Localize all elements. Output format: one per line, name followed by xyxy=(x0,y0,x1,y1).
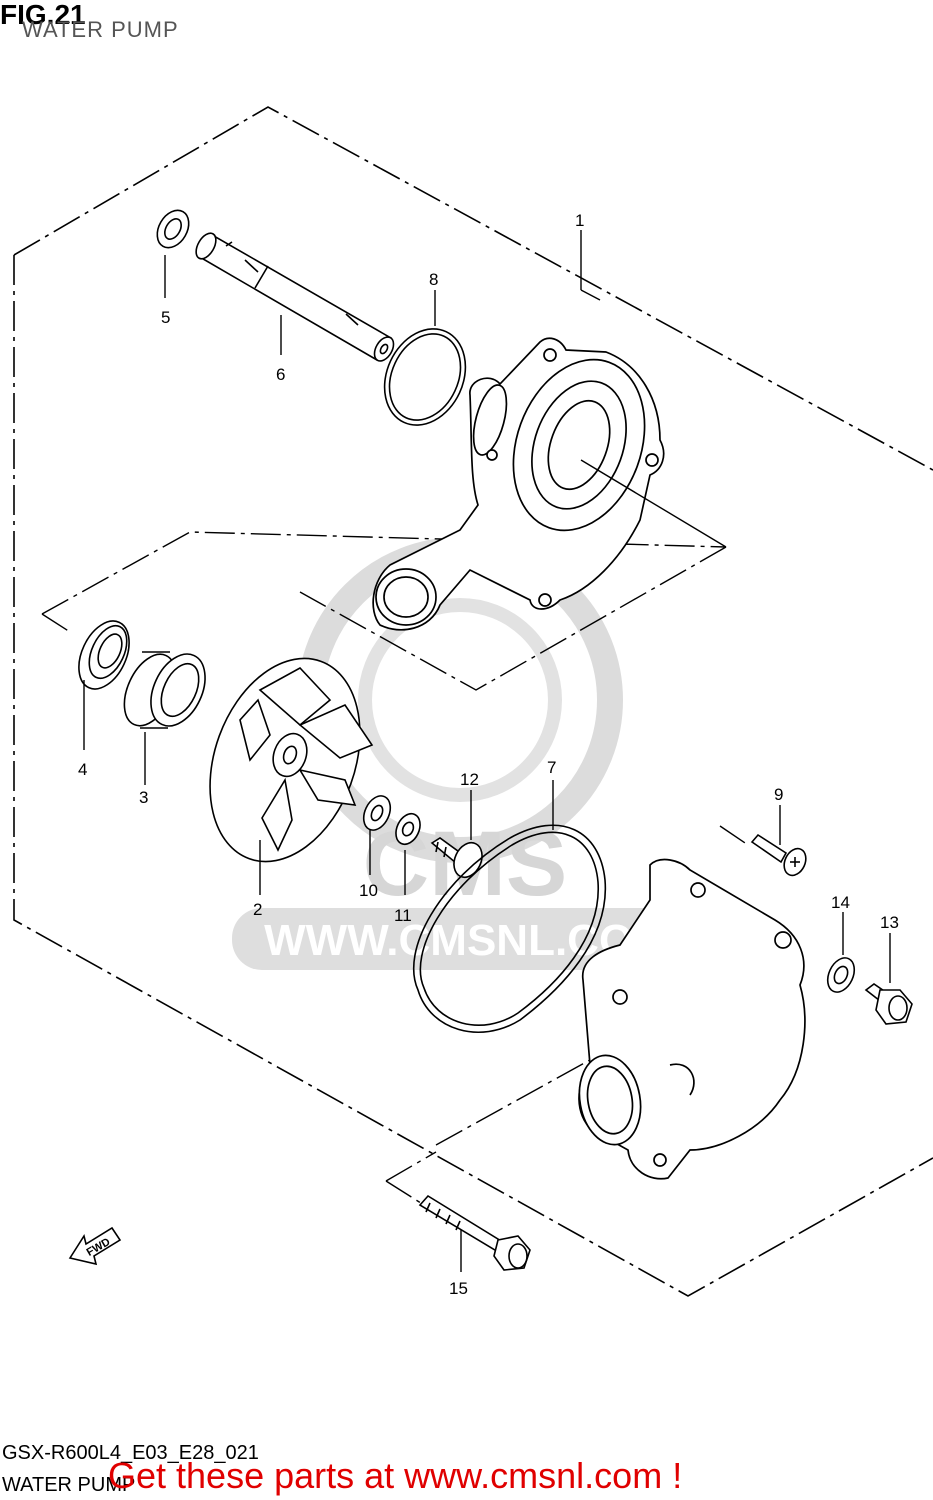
part-12-bolt xyxy=(430,837,483,879)
callout-14: 14 xyxy=(831,893,850,912)
callout-11: 11 xyxy=(394,906,412,925)
fwd-label: FWD xyxy=(85,1236,113,1259)
cover-subframe xyxy=(385,825,749,1206)
part-5-washer xyxy=(156,209,190,249)
figure-number: FIG.21 xyxy=(0,0,86,30)
part-4-oil-seal xyxy=(78,620,130,690)
callout-3: 3 xyxy=(139,788,148,807)
callout-2: 2 xyxy=(253,900,262,919)
callout-9: 9 xyxy=(774,785,783,804)
part-10-washer xyxy=(362,795,392,831)
callout-10: 10 xyxy=(359,881,378,900)
part-1-pump-housing xyxy=(372,337,665,631)
callouts: 1 2 3 4 5 6 7 8 9 10 11 12 13 14 15 xyxy=(78,211,899,1298)
fwd-arrow-icon: FWD xyxy=(68,1226,122,1266)
callout-7: 7 xyxy=(547,758,556,777)
part-14-washer xyxy=(826,957,856,993)
part-2-impeller xyxy=(209,657,374,863)
part-11-washer xyxy=(395,812,421,846)
figure-title: WATER PUMP xyxy=(22,17,179,42)
section-name: WATER PUMP xyxy=(2,1474,136,1496)
callout-1: 1 xyxy=(575,211,584,230)
callout-13: 13 xyxy=(880,913,899,932)
part-15-long-bolt xyxy=(418,1194,531,1271)
part-9-screw xyxy=(750,833,807,877)
callout-15: 15 xyxy=(449,1279,468,1298)
callout-8: 8 xyxy=(429,270,438,289)
callout-5: 5 xyxy=(161,308,170,327)
part-6-shaft xyxy=(195,232,395,362)
pump-cover xyxy=(578,858,806,1180)
callout-4: 4 xyxy=(78,760,87,779)
part-8-o-ring xyxy=(383,328,467,426)
model-code: GSX-R600L4_E03_E28_021 xyxy=(2,1442,259,1464)
assembly-frame xyxy=(13,106,933,1297)
callout-12: 12 xyxy=(460,770,479,789)
leader-lines xyxy=(83,230,891,1272)
part-13-bolt xyxy=(864,983,913,1025)
callout-6: 6 xyxy=(276,365,285,384)
part-3-mechanical-seal xyxy=(123,651,206,729)
part-7-gasket xyxy=(413,824,607,1034)
promo-banner[interactable]: Get these parts at www.cmsnl.com ! xyxy=(108,1455,683,1496)
